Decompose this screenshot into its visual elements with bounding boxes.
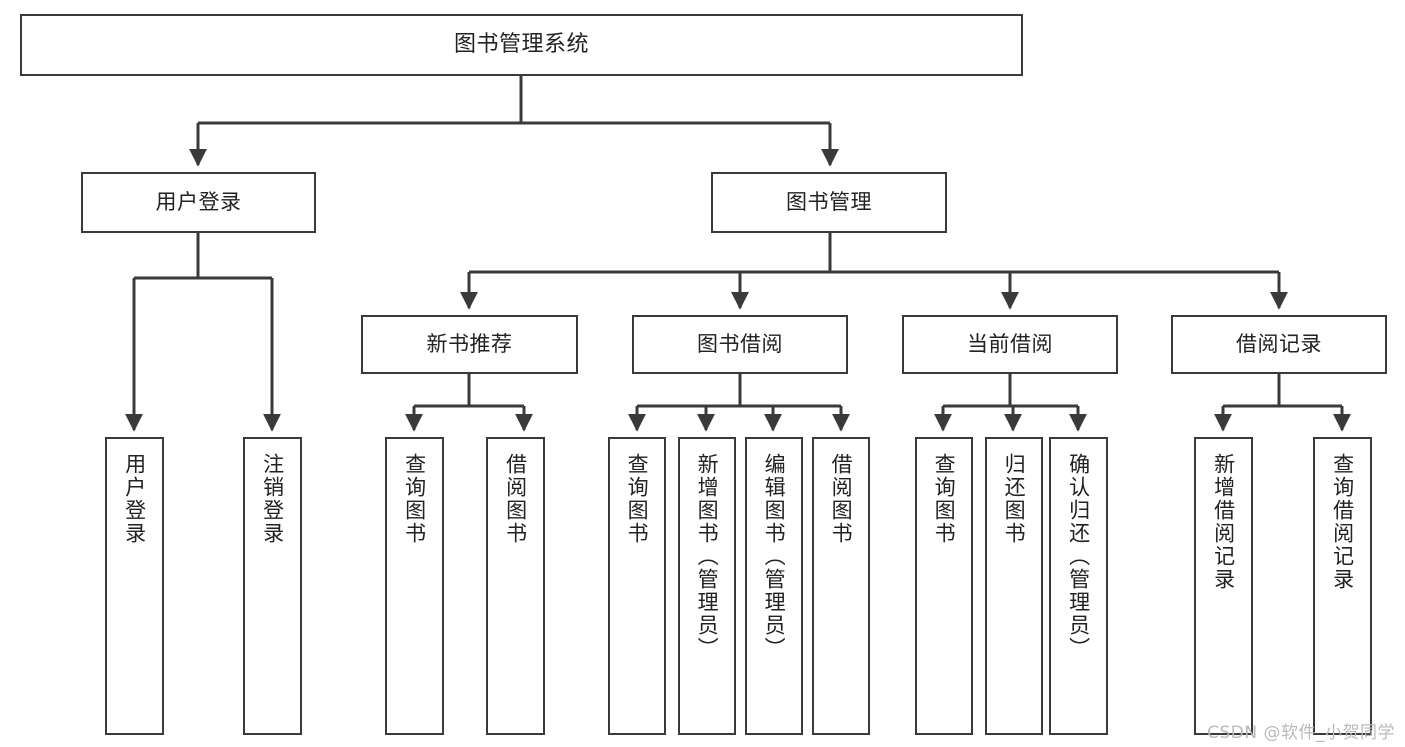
node-label: 借阅图书 bbox=[503, 453, 528, 545]
leaf-user-login[interactable]: 用户登录 bbox=[105, 437, 164, 735]
csdn-watermark: CSDN @软件_小贺同学 bbox=[1207, 723, 1395, 743]
leaf-user-logout[interactable]: 注销登录 bbox=[243, 437, 302, 735]
node-label: 注销登录 bbox=[260, 453, 285, 545]
node-label: 借阅记录 bbox=[1236, 332, 1322, 357]
node-label: 查询图书 bbox=[625, 453, 650, 545]
leaf-record-query-record[interactable]: 查询借阅记录 bbox=[1313, 437, 1372, 735]
node-label: 查询图书 bbox=[402, 453, 427, 545]
node-label: 归还图书 bbox=[1002, 453, 1027, 545]
node-root-system[interactable]: 图书管理系统 bbox=[20, 14, 1023, 76]
node-label: 新增借阅记录 bbox=[1211, 453, 1236, 591]
leaf-borrow-query-book[interactable]: 查询图书 bbox=[608, 437, 666, 735]
node-label: 图书借阅 bbox=[697, 332, 783, 357]
leaf-borrow-borrow-book[interactable]: 借阅图书 bbox=[812, 437, 870, 735]
node-label: 新增图书（管理员） bbox=[695, 453, 720, 660]
leaf-borrow-edit-book[interactable]: 编辑图书（管理员） bbox=[745, 437, 803, 735]
leaf-record-add-record[interactable]: 新增借阅记录 bbox=[1194, 437, 1253, 735]
node-label: 借阅图书 bbox=[829, 453, 854, 545]
leaf-current-return-book[interactable]: 归还图书 bbox=[985, 437, 1043, 735]
node-label: 用户登录 bbox=[155, 190, 242, 215]
node-label: 查询借阅记录 bbox=[1330, 453, 1355, 591]
node-user-login[interactable]: 用户登录 bbox=[81, 172, 316, 233]
node-new-book-recommend[interactable]: 新书推荐 bbox=[361, 315, 578, 374]
node-label: 用户登录 bbox=[122, 453, 147, 545]
leaf-recommend-query-book[interactable]: 查询图书 bbox=[385, 437, 444, 735]
leaf-current-query-book[interactable]: 查询图书 bbox=[915, 437, 973, 735]
node-label: 图书管理 bbox=[786, 190, 872, 215]
leaf-borrow-add-book[interactable]: 新增图书（管理员） bbox=[678, 437, 736, 735]
node-label: 查询图书 bbox=[932, 453, 957, 545]
leaf-current-confirm-return[interactable]: 确认归还（管理员） bbox=[1049, 437, 1108, 735]
node-book-management[interactable]: 图书管理 bbox=[711, 172, 947, 233]
node-book-borrow[interactable]: 图书借阅 bbox=[632, 315, 848, 374]
node-label: 编辑图书（管理员） bbox=[762, 453, 787, 660]
node-label: 当前借阅 bbox=[967, 332, 1053, 357]
node-current-borrow[interactable]: 当前借阅 bbox=[902, 315, 1118, 374]
node-label: 确认归还（管理员） bbox=[1066, 453, 1091, 660]
node-label: 新书推荐 bbox=[426, 332, 513, 357]
leaf-recommend-borrow-book[interactable]: 借阅图书 bbox=[486, 437, 545, 735]
node-label: 图书管理系统 bbox=[453, 32, 589, 58]
node-borrow-record[interactable]: 借阅记录 bbox=[1171, 315, 1387, 374]
